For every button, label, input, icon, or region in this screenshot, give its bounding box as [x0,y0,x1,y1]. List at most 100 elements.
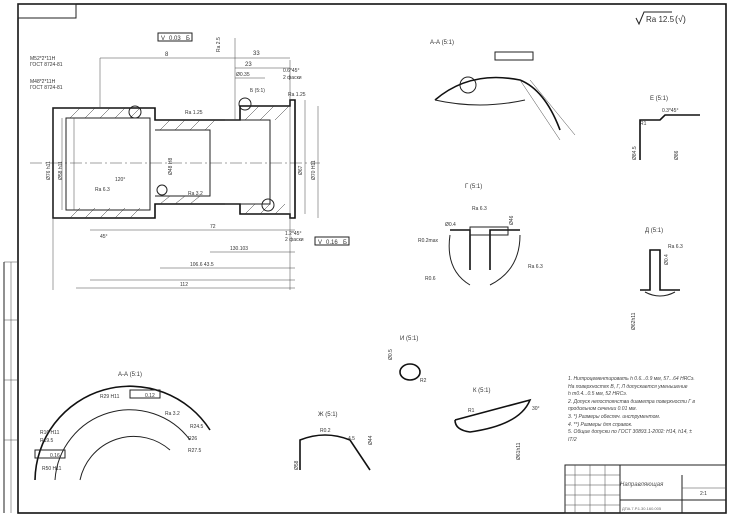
view-b-callout: Б (5:1) [250,88,265,94]
note: IT/2 [568,436,577,443]
note: На поверхностях В, Г, Л допускается умен… [568,383,688,390]
svg-text:R1: R1 [640,121,647,127]
svg-text:R29 H11: R29 H11 [100,394,120,400]
title-block: 2:1 [564,464,727,514]
main-section-view: Б (5:1) V 0.03 Б 8 33 23 Ø0.35 0.6*45° 2… [30,32,350,290]
svg-text:Ra 3.2: Ra 3.2 [165,411,180,417]
note: 1. Нитроцементировать h 0.6...0.9 мм, 57… [568,376,695,382]
svg-text:Ø44: Ø44 [368,435,374,445]
part-name: Направляющая [620,482,664,488]
drawing-code: ДПА.7.Р.1.30.160.005 [622,506,662,511]
svg-text:Ø70 H11: Ø70 H11 [311,160,317,180]
svg-text:V: V [318,240,322,246]
top-stamp-box [17,3,77,19]
svg-text:0.12: 0.12 [145,393,155,399]
svg-text:45°: 45° [100,234,108,240]
view-k: К (5:1) R1 30° Ø61h11 [454,388,540,460]
svg-text:Ø84.5: Ø84.5 [632,146,638,160]
sheet-frame [17,3,727,514]
svg-text:R26: R26 [188,436,197,442]
svg-text:R0.6: R0.6 [425,276,436,282]
svg-text:R0.2max: R0.2max [418,238,439,244]
svg-text:Ra 3.2: Ra 3.2 [188,191,203,197]
svg-text:2 фаски: 2 фаски [283,75,302,81]
svg-text:0.16: 0.16 [326,240,338,246]
svg-text:Ж (5:1): Ж (5:1) [318,412,338,418]
runout-tolerance: 0.03 [169,36,181,42]
svg-text:М48*2*11Н: М48*2*11Н [30,79,56,85]
view-aa-bottom: А-А (5:1) 0.12 0.16 R16 H11 R19.5 R24.5 … [34,372,211,481]
svg-text:0.16: 0.16 [50,453,60,459]
svg-text:А-А (5:1): А-А (5:1) [430,40,454,46]
view-zh: Ж (5:1) R0.2 4.5 Ø58 Ø44 [294,412,374,471]
svg-text:R0.2: R0.2 [320,428,331,434]
view-i: И (5:1) Ø0.5 R2 [388,336,427,384]
dim-72: 72 [210,224,216,230]
svg-text:Ø0.4: Ø0.4 [445,222,456,228]
svg-text:R27.5: R27.5 [188,448,202,454]
svg-text:Ø61h11: Ø61h11 [516,442,522,460]
svg-text:2 фаски: 2 фаски [285,237,304,243]
svg-text:0.3*45°: 0.3*45° [662,108,678,114]
svg-text:Б: Б [186,36,190,42]
svg-text:4.5: 4.5 [348,436,355,442]
view-e: Е (5:1) 0.3*45° R1 Ø84.5 Ø86 [632,96,700,160]
svg-text:V: V [161,36,165,42]
dim-23: 23 [245,62,252,68]
svg-text:Ø0.35: Ø0.35 [236,72,250,78]
svg-text:30°: 30° [532,406,540,412]
svg-text:Ø76 h11: Ø76 h11 [46,161,52,180]
svg-text:И (5:1): И (5:1) [400,336,418,342]
note: продольном сечении 0.01 мм. [568,406,637,413]
roughness-other: (√) [675,14,686,24]
dim-112: 112 [180,282,188,288]
svg-text:Ø67: Ø67 [298,165,304,175]
roughness-symbol: Ra 12.5 (√) [635,11,686,26]
svg-text:Ra 6.3: Ra 6.3 [95,187,110,193]
dim-8: 8 [165,52,169,58]
svg-text:Ra 1.25: Ra 1.25 [288,92,306,98]
svg-text:1.2*45°: 1.2*45° [285,231,301,237]
svg-text:Ø46: Ø46 [509,215,515,225]
note: h т0.4...0.5 мм, 52 HRCэ. [568,391,628,398]
svg-text:R16 H11: R16 H11 [40,430,60,436]
svg-text:Ø0.4: Ø0.4 [664,254,670,265]
svg-text:Е (5:1): Е (5:1) [650,96,668,102]
svg-text:К (5:1): К (5:1) [473,388,491,394]
view-d: Д (5:1) Ra 6.3 Ø62h11 Ø0.4 [631,228,683,330]
svg-text:R19.5: R19.5 [40,438,54,444]
view-aa-top: А-А (5:1) [430,40,576,141]
svg-text:Ra 6.3: Ra 6.3 [528,264,543,270]
svg-text:ГОСТ 8724-81: ГОСТ 8724-81 [30,85,63,91]
svg-text:Ø86: Ø86 [674,150,680,160]
note: 2. Допуск непостоянства диаметра поверхн… [568,398,696,405]
note: 5. Общие допуски по ГОСТ 30893.1-2002: H… [568,429,693,436]
svg-text:120°: 120° [115,177,125,183]
svg-text:2:1: 2:1 [700,491,707,497]
svg-text:0.6*45°: 0.6*45° [283,68,299,74]
svg-text:Ø62h11: Ø62h11 [631,312,637,330]
svg-text:R50 H11: R50 H11 [42,466,62,472]
svg-text:R1: R1 [468,408,475,414]
note: 4. **) Размеры для справок. [568,421,633,428]
view-g-label: Г (5:1) [465,184,482,190]
svg-text:R2: R2 [420,378,427,384]
technical-notes: 1. Нитроцементировать h 0.6...0.9 мм, 57… [568,376,728,444]
view-g: Г (5:1) Ø0.4 R0.6 R0.2max Ø46 Ra 6.3 Ra … [418,184,543,286]
svg-text:Ø58: Ø58 [294,460,300,470]
svg-text:Ø0.5: Ø0.5 [388,349,394,360]
svg-text:Ra 6.3: Ra 6.3 [472,206,487,212]
svg-text:Ra 6.3: Ra 6.3 [668,244,683,250]
svg-text:Ø58 h11: Ø58 h11 [58,161,64,180]
svg-text:R24.5: R24.5 [190,424,204,430]
svg-text:Ø48 H8: Ø48 H8 [168,158,174,175]
roughness-value: Ra 12.5 [646,15,675,24]
dim-33: 33 [253,51,260,57]
svg-text:Ra 2.5: Ra 2.5 [216,37,222,52]
note: 3. *) Размеры обеспеч. инструментом. [568,413,661,420]
svg-text:М52*2*11Н: М52*2*11Н [30,56,56,62]
svg-text:106.6 43.5: 106.6 43.5 [190,262,214,268]
svg-text:Б: Б [343,240,347,246]
